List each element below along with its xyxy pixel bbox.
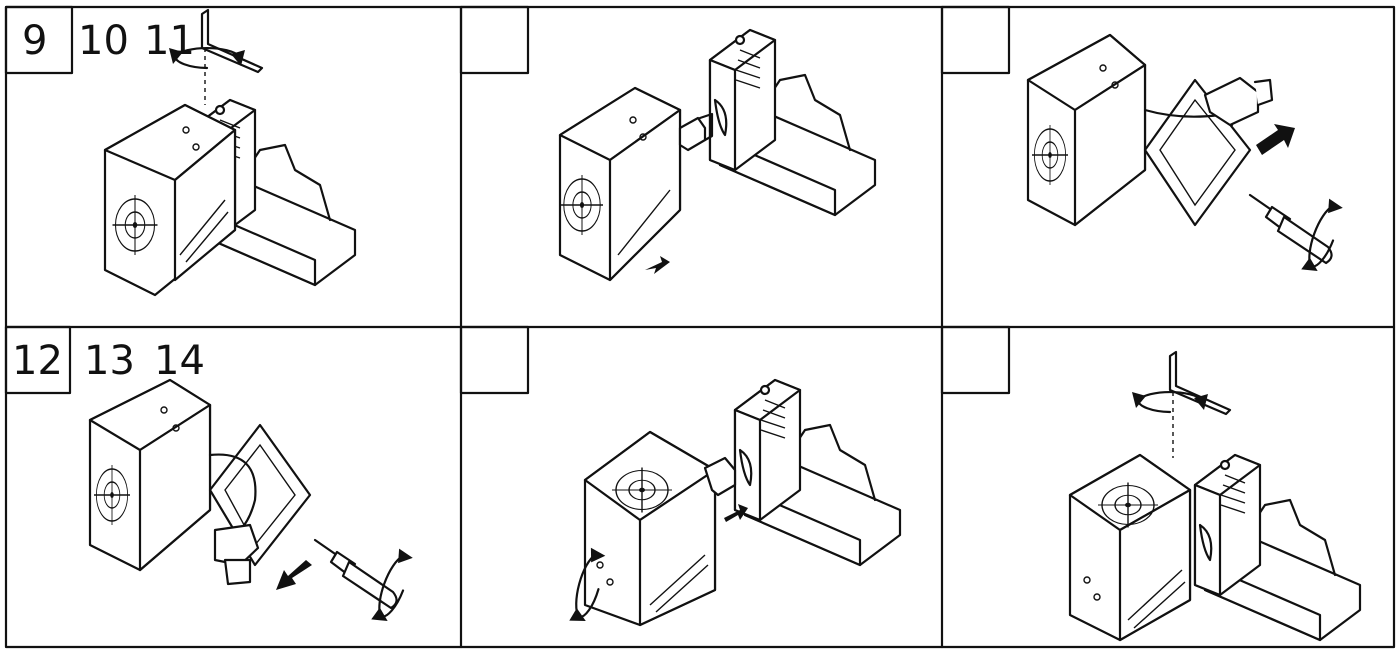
direction-arrow-icon xyxy=(276,560,312,590)
step-number-9: 9 xyxy=(22,18,47,64)
step-number-11: 11 xyxy=(144,18,195,64)
panel-3-illustration xyxy=(1026,33,1348,278)
step-number-13: 13 xyxy=(84,338,135,384)
direction-arrow-icon xyxy=(724,504,748,522)
screwdriver-icon xyxy=(313,538,398,610)
step-number-12: 12 xyxy=(12,338,63,384)
step-number-10: 10 xyxy=(78,18,129,64)
direction-arrow-icon xyxy=(645,256,670,274)
panel-6-illustration xyxy=(1068,350,1362,642)
allen-key-icon xyxy=(1168,350,1232,458)
direction-arrow-icon xyxy=(1256,124,1295,155)
panel-4-illustration xyxy=(88,378,418,628)
screwdriver-icon xyxy=(1248,193,1333,265)
step-boxes xyxy=(4,5,1011,395)
panel-2-illustration xyxy=(558,28,877,282)
step-number-14: 14 xyxy=(154,338,205,384)
allen-key-icon xyxy=(200,8,264,105)
panel-5-illustration xyxy=(568,378,902,627)
panel-1-illustration xyxy=(103,8,357,297)
